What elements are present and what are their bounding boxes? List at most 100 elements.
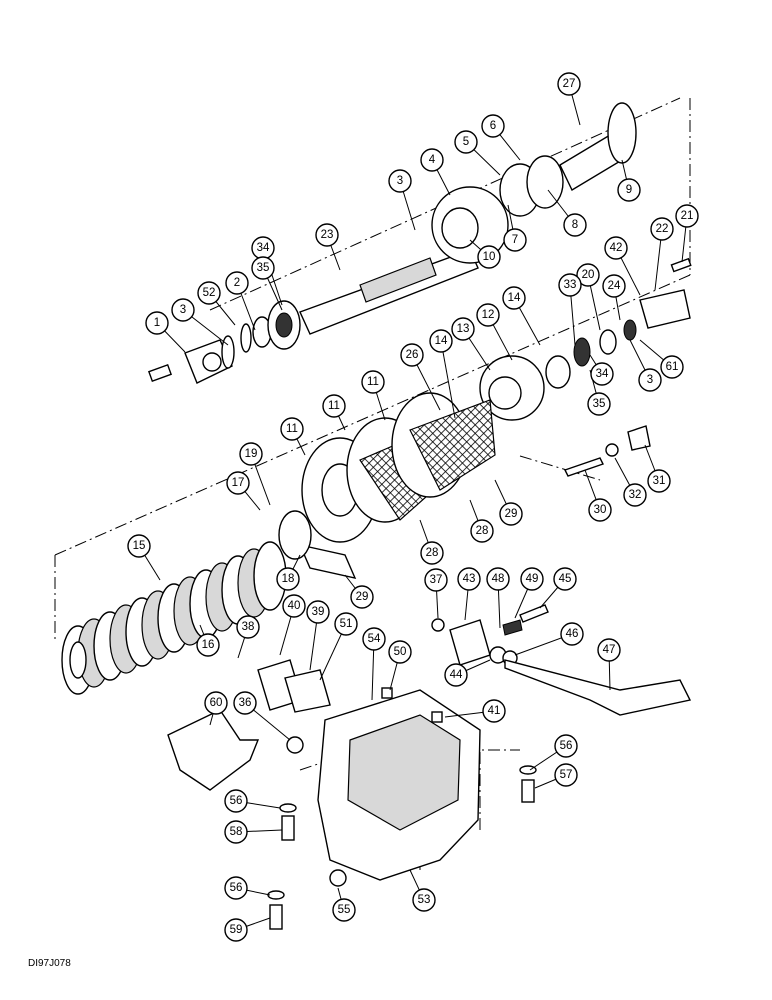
callout-35: 35 [251, 256, 275, 280]
callout-circle [322, 394, 346, 418]
callout-10: 10 [477, 245, 501, 269]
callout-59: 59 [224, 918, 248, 942]
plug-55 [329, 869, 347, 887]
callout-circle [503, 228, 527, 252]
callout-8: 8 [563, 213, 587, 237]
callout-label: 7 [512, 234, 518, 246]
callout-circle [457, 567, 481, 591]
callout-14: 14 [429, 329, 453, 353]
callout-label: 26 [406, 349, 419, 361]
callout-label: 61 [666, 361, 679, 373]
callout-circle [502, 286, 526, 310]
plug-31 [627, 425, 651, 451]
washer-20 [599, 329, 617, 355]
callout-28: 28 [420, 541, 444, 565]
gear-assembly [449, 257, 692, 441]
callout-58: 58 [224, 820, 248, 844]
callout-label: 20 [582, 269, 595, 281]
callout-label: 53 [418, 894, 431, 906]
callout-13: 13 [451, 317, 475, 341]
plug-36 [286, 736, 304, 754]
callout-30: 30 [588, 498, 612, 522]
callout-31: 31 [647, 469, 671, 493]
callout-61: 61 [660, 355, 684, 379]
callout-29: 29 [499, 502, 523, 526]
callout-circle [420, 541, 444, 565]
callout-label: 43 [463, 573, 476, 585]
callout-circle [224, 820, 248, 844]
callout-label: 8 [572, 219, 578, 231]
callout-circle [454, 130, 478, 154]
drawing-code: DI97J078 [28, 958, 71, 969]
callout-label: 54 [368, 633, 381, 645]
shield-60 [167, 709, 260, 791]
callout-55: 55 [332, 898, 356, 922]
bearing-cone [573, 337, 591, 367]
callout-18: 18 [276, 567, 300, 591]
bolt-58 [281, 815, 295, 841]
callout-15: 15 [127, 534, 151, 558]
callout-circle [623, 483, 647, 507]
callout-circle [236, 615, 260, 639]
bearing-cup [545, 355, 571, 389]
callout-27: 27 [557, 72, 581, 96]
callout-6: 6 [481, 114, 505, 138]
callout-circle [226, 471, 250, 495]
callout-3: 3 [171, 298, 195, 322]
callout-label: 18 [282, 573, 295, 585]
callout-label: 3 [180, 304, 186, 316]
callout-circle [588, 498, 612, 522]
callout-circle [224, 789, 248, 813]
callout-label: 23 [321, 229, 334, 241]
bearing-inner [275, 312, 293, 338]
callout-label: 38 [242, 621, 255, 633]
callout-label: 34 [257, 242, 270, 254]
callout-circle [486, 567, 510, 591]
callout-label: 11 [286, 423, 298, 435]
callout-label: 35 [257, 262, 270, 274]
callout-label: 50 [394, 646, 407, 658]
callout-circle [171, 298, 195, 322]
callout-circle [451, 317, 475, 341]
callout-36: 36 [233, 691, 257, 715]
callout-circle [306, 600, 330, 624]
plug-41 [431, 711, 443, 723]
callout-layer: 1233345678910111111121314141516171819202… [127, 72, 699, 942]
callout-47: 47 [597, 638, 621, 662]
callout-11: 11 [280, 417, 304, 441]
callout-label: 56 [230, 795, 243, 807]
cap-bolt [670, 257, 692, 273]
callout-60: 60 [204, 691, 228, 715]
callout-circle [350, 585, 374, 609]
callout-label: 36 [239, 697, 252, 709]
callout-circle [520, 567, 544, 591]
plug-50 [381, 687, 393, 699]
callout-14: 14 [502, 286, 526, 310]
callout-circle [362, 627, 386, 651]
callout-39: 39 [306, 600, 330, 624]
callout-42: 42 [604, 236, 628, 260]
valve-spool-43 [449, 619, 491, 666]
callout-9: 9 [617, 178, 641, 202]
callout-label: 21 [681, 210, 694, 222]
callout-circle [557, 72, 581, 96]
callout-54: 54 [362, 627, 386, 651]
callout-34: 34 [251, 236, 275, 260]
callout-29: 29 [350, 585, 374, 609]
callout-circle [587, 392, 611, 416]
callout-circle [482, 699, 506, 723]
callout-circle [388, 169, 412, 193]
callout-label: 29 [505, 508, 518, 520]
callout-circle [604, 236, 628, 260]
callout-circle [638, 368, 662, 392]
callout-41: 41 [482, 699, 506, 723]
callout-19: 19 [239, 442, 263, 466]
housing-assembly [167, 659, 537, 930]
callout-circle [233, 691, 257, 715]
callout-circle [239, 442, 263, 466]
callout-label: 17 [232, 477, 245, 489]
callout-21: 21 [675, 204, 699, 228]
callout-28: 28 [470, 519, 494, 543]
callout-48: 48 [486, 567, 510, 591]
callout-label: 24 [608, 280, 621, 292]
